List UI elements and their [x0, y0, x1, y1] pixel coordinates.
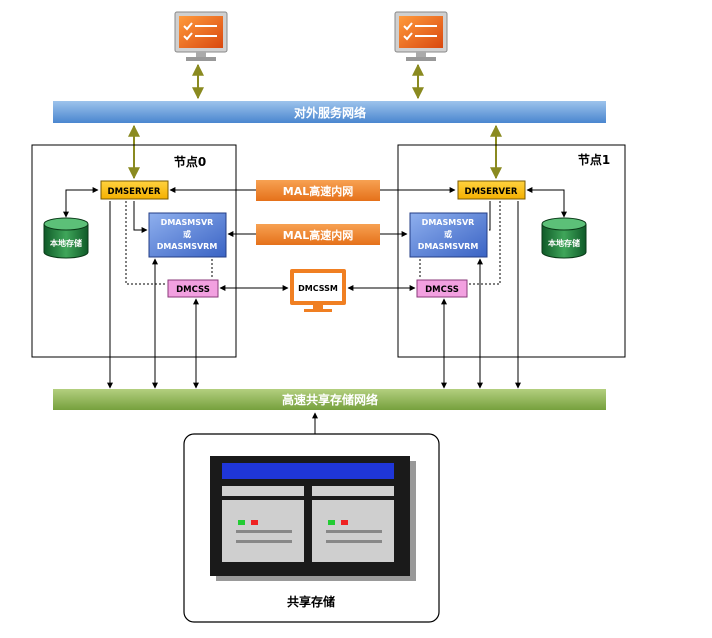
node1-dmasm-line3: DMASMSVRM: [418, 242, 479, 251]
node1-dmcss: DMCSS: [416, 279, 468, 298]
external-network-label: 对外服务网络: [294, 105, 366, 120]
node1-box: [397, 144, 626, 358]
client-monitor-icon: [174, 11, 228, 61]
node0-dmserver: DMSERVER: [100, 180, 169, 200]
shared-storage-label: 共享存储: [287, 594, 335, 609]
node0-dmasm: DMASMSVR 或 DMASMSVRM: [148, 212, 227, 258]
node1-dmserver-label: DMSERVER: [465, 187, 518, 197]
node0-dmserver-asm-link: [133, 201, 148, 233]
node1-dmserver-asm-link: [489, 201, 491, 231]
node1-dmserver: DMSERVER: [457, 180, 526, 200]
storage-array-icon: [210, 456, 416, 581]
mal-network-2-label: MAL高速内网: [283, 228, 353, 242]
node0-dmasm-line1: DMASMSVR: [161, 218, 214, 227]
node1-dmcss-label: DMCSS: [425, 285, 459, 295]
node1-title: 节点1: [578, 152, 610, 167]
node0-db-link: [63, 187, 99, 218]
monitor-label: DMCSSM: [298, 284, 338, 293]
node0-title: 节点0: [174, 154, 206, 169]
database-cylinder-icon: 本地存储: [541, 217, 587, 259]
node1-dmasm-line2: 或: [444, 229, 452, 239]
node0-dmcss: DMCSS: [167, 279, 219, 298]
node1-db-link: [526, 187, 567, 218]
node0-dmasm-line2: 或: [183, 229, 191, 239]
database-cylinder-icon: 本地存储: [43, 217, 89, 259]
external-network-bar: 对外服务网络: [53, 101, 606, 123]
mal-network-2: MAL高速内网: [256, 224, 380, 245]
storage-network-bar: 高速共享存储网络: [53, 389, 606, 410]
node1-dmasm-line1: DMASMSVR: [422, 218, 475, 227]
client-monitor-icon: [394, 11, 448, 61]
node0-box: [31, 144, 237, 358]
node0-dmserver-label: DMSERVER: [108, 187, 161, 197]
node0-local-storage-label: 本地存储: [49, 238, 82, 248]
mal-network-1-label: MAL高速内网: [283, 184, 353, 198]
storage-network-label: 高速共享存储网络: [282, 392, 378, 407]
node1-local-storage-label: 本地存储: [547, 238, 580, 248]
node0-dmcss-label: DMCSS: [176, 285, 210, 295]
node0-dmasm-line3: DMASMSVRM: [157, 242, 218, 251]
monitor-icon: DMCSSM: [290, 269, 346, 312]
node1-dmasm: DMASMSVR 或 DMASMSVRM: [409, 212, 488, 258]
mal-network-1: MAL高速内网: [256, 180, 380, 201]
